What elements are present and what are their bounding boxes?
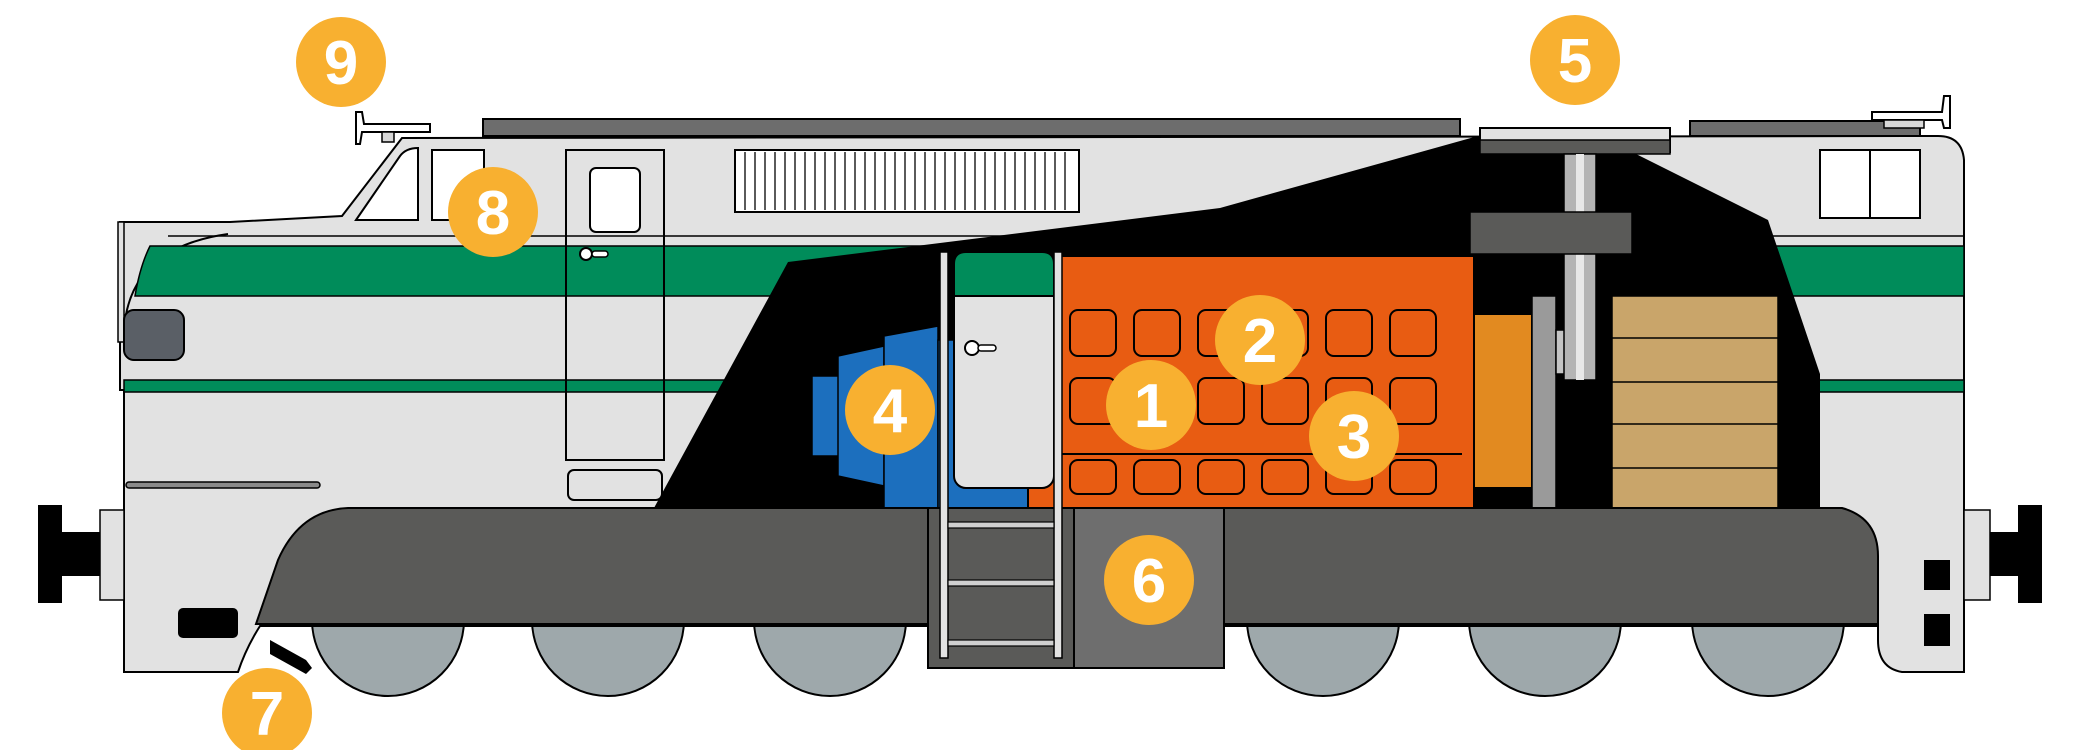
marker-5-label: 5 — [1558, 27, 1592, 96]
rear-buffer-beam — [1964, 510, 1990, 600]
rear-light-lower — [1924, 614, 1950, 646]
marker-9: 9 — [296, 17, 386, 107]
engine-room-door — [954, 252, 1054, 488]
marker-7: 7 — [222, 668, 312, 750]
wheel — [1692, 620, 1844, 696]
rear-horn — [1872, 96, 1950, 128]
marker-6: 6 — [1104, 535, 1194, 625]
radiator — [1612, 296, 1778, 508]
rear-cab-windows — [1820, 150, 1920, 218]
marker-8-label: 8 — [476, 179, 510, 248]
marker-6-label: 6 — [1132, 547, 1166, 616]
marker-7-label: 7 — [250, 680, 284, 749]
roof-hatch-front — [483, 119, 1460, 136]
wheel — [312, 620, 464, 696]
marker-5: 5 — [1530, 15, 1620, 105]
marker-2-label: 2 — [1243, 307, 1277, 376]
side-trim — [126, 482, 320, 488]
marker-4-label: 4 — [873, 377, 908, 446]
air-intake-louvers — [735, 150, 1079, 212]
front-buffer-beam — [100, 510, 124, 600]
marker-3: 3 — [1309, 391, 1399, 481]
marker-3-label: 3 — [1337, 403, 1371, 472]
marker-9-label: 9 — [324, 29, 358, 98]
marker-8: 8 — [448, 167, 538, 257]
front-coupler — [38, 505, 106, 603]
step-plate — [178, 608, 238, 638]
sander-hose — [270, 640, 312, 674]
marker-1: 1 — [1106, 360, 1196, 450]
headlight-icon — [124, 310, 184, 360]
marker-1-label: 1 — [1134, 372, 1168, 441]
marker-2: 2 — [1215, 295, 1305, 385]
wheel — [1247, 620, 1399, 696]
wheel — [1469, 620, 1621, 696]
wheel — [754, 620, 906, 696]
marker-4: 4 — [845, 365, 935, 455]
wheel — [532, 620, 684, 696]
rear-light-upper — [1924, 560, 1950, 590]
